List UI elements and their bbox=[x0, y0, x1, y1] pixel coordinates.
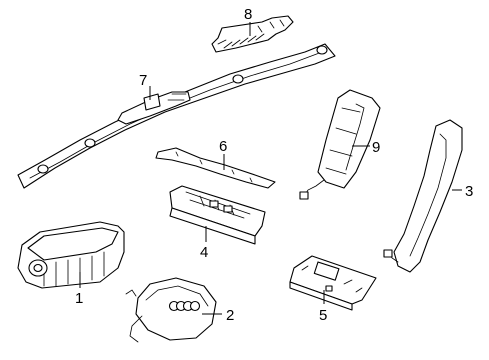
leader-lines bbox=[79, 22, 462, 315]
callout-labels: 1 2 3 4 5 6 7 8 9 bbox=[75, 6, 473, 324]
callout-5: 5 bbox=[319, 307, 327, 324]
part-8-bracket bbox=[211, 15, 294, 53]
callout-9: 9 bbox=[372, 139, 380, 156]
part-7-curtain-airbag bbox=[17, 43, 336, 189]
part-5-control-module bbox=[289, 255, 377, 311]
part-3-seat-airbag bbox=[383, 119, 463, 273]
callout-2: 2 bbox=[226, 307, 234, 324]
callout-4: 4 bbox=[200, 244, 208, 261]
part-9-side-airbag bbox=[299, 89, 381, 200]
callout-1: 1 bbox=[75, 290, 83, 307]
callout-6: 6 bbox=[219, 138, 227, 155]
callout-8: 8 bbox=[244, 6, 252, 23]
callout-7: 7 bbox=[139, 72, 147, 89]
part-2-steering-airbag bbox=[125, 277, 217, 343]
part-1-passenger-airbag bbox=[17, 221, 125, 289]
part-6-strip bbox=[155, 147, 276, 189]
part-4-knee-airbag bbox=[169, 185, 266, 245]
callout-3: 3 bbox=[465, 183, 473, 200]
